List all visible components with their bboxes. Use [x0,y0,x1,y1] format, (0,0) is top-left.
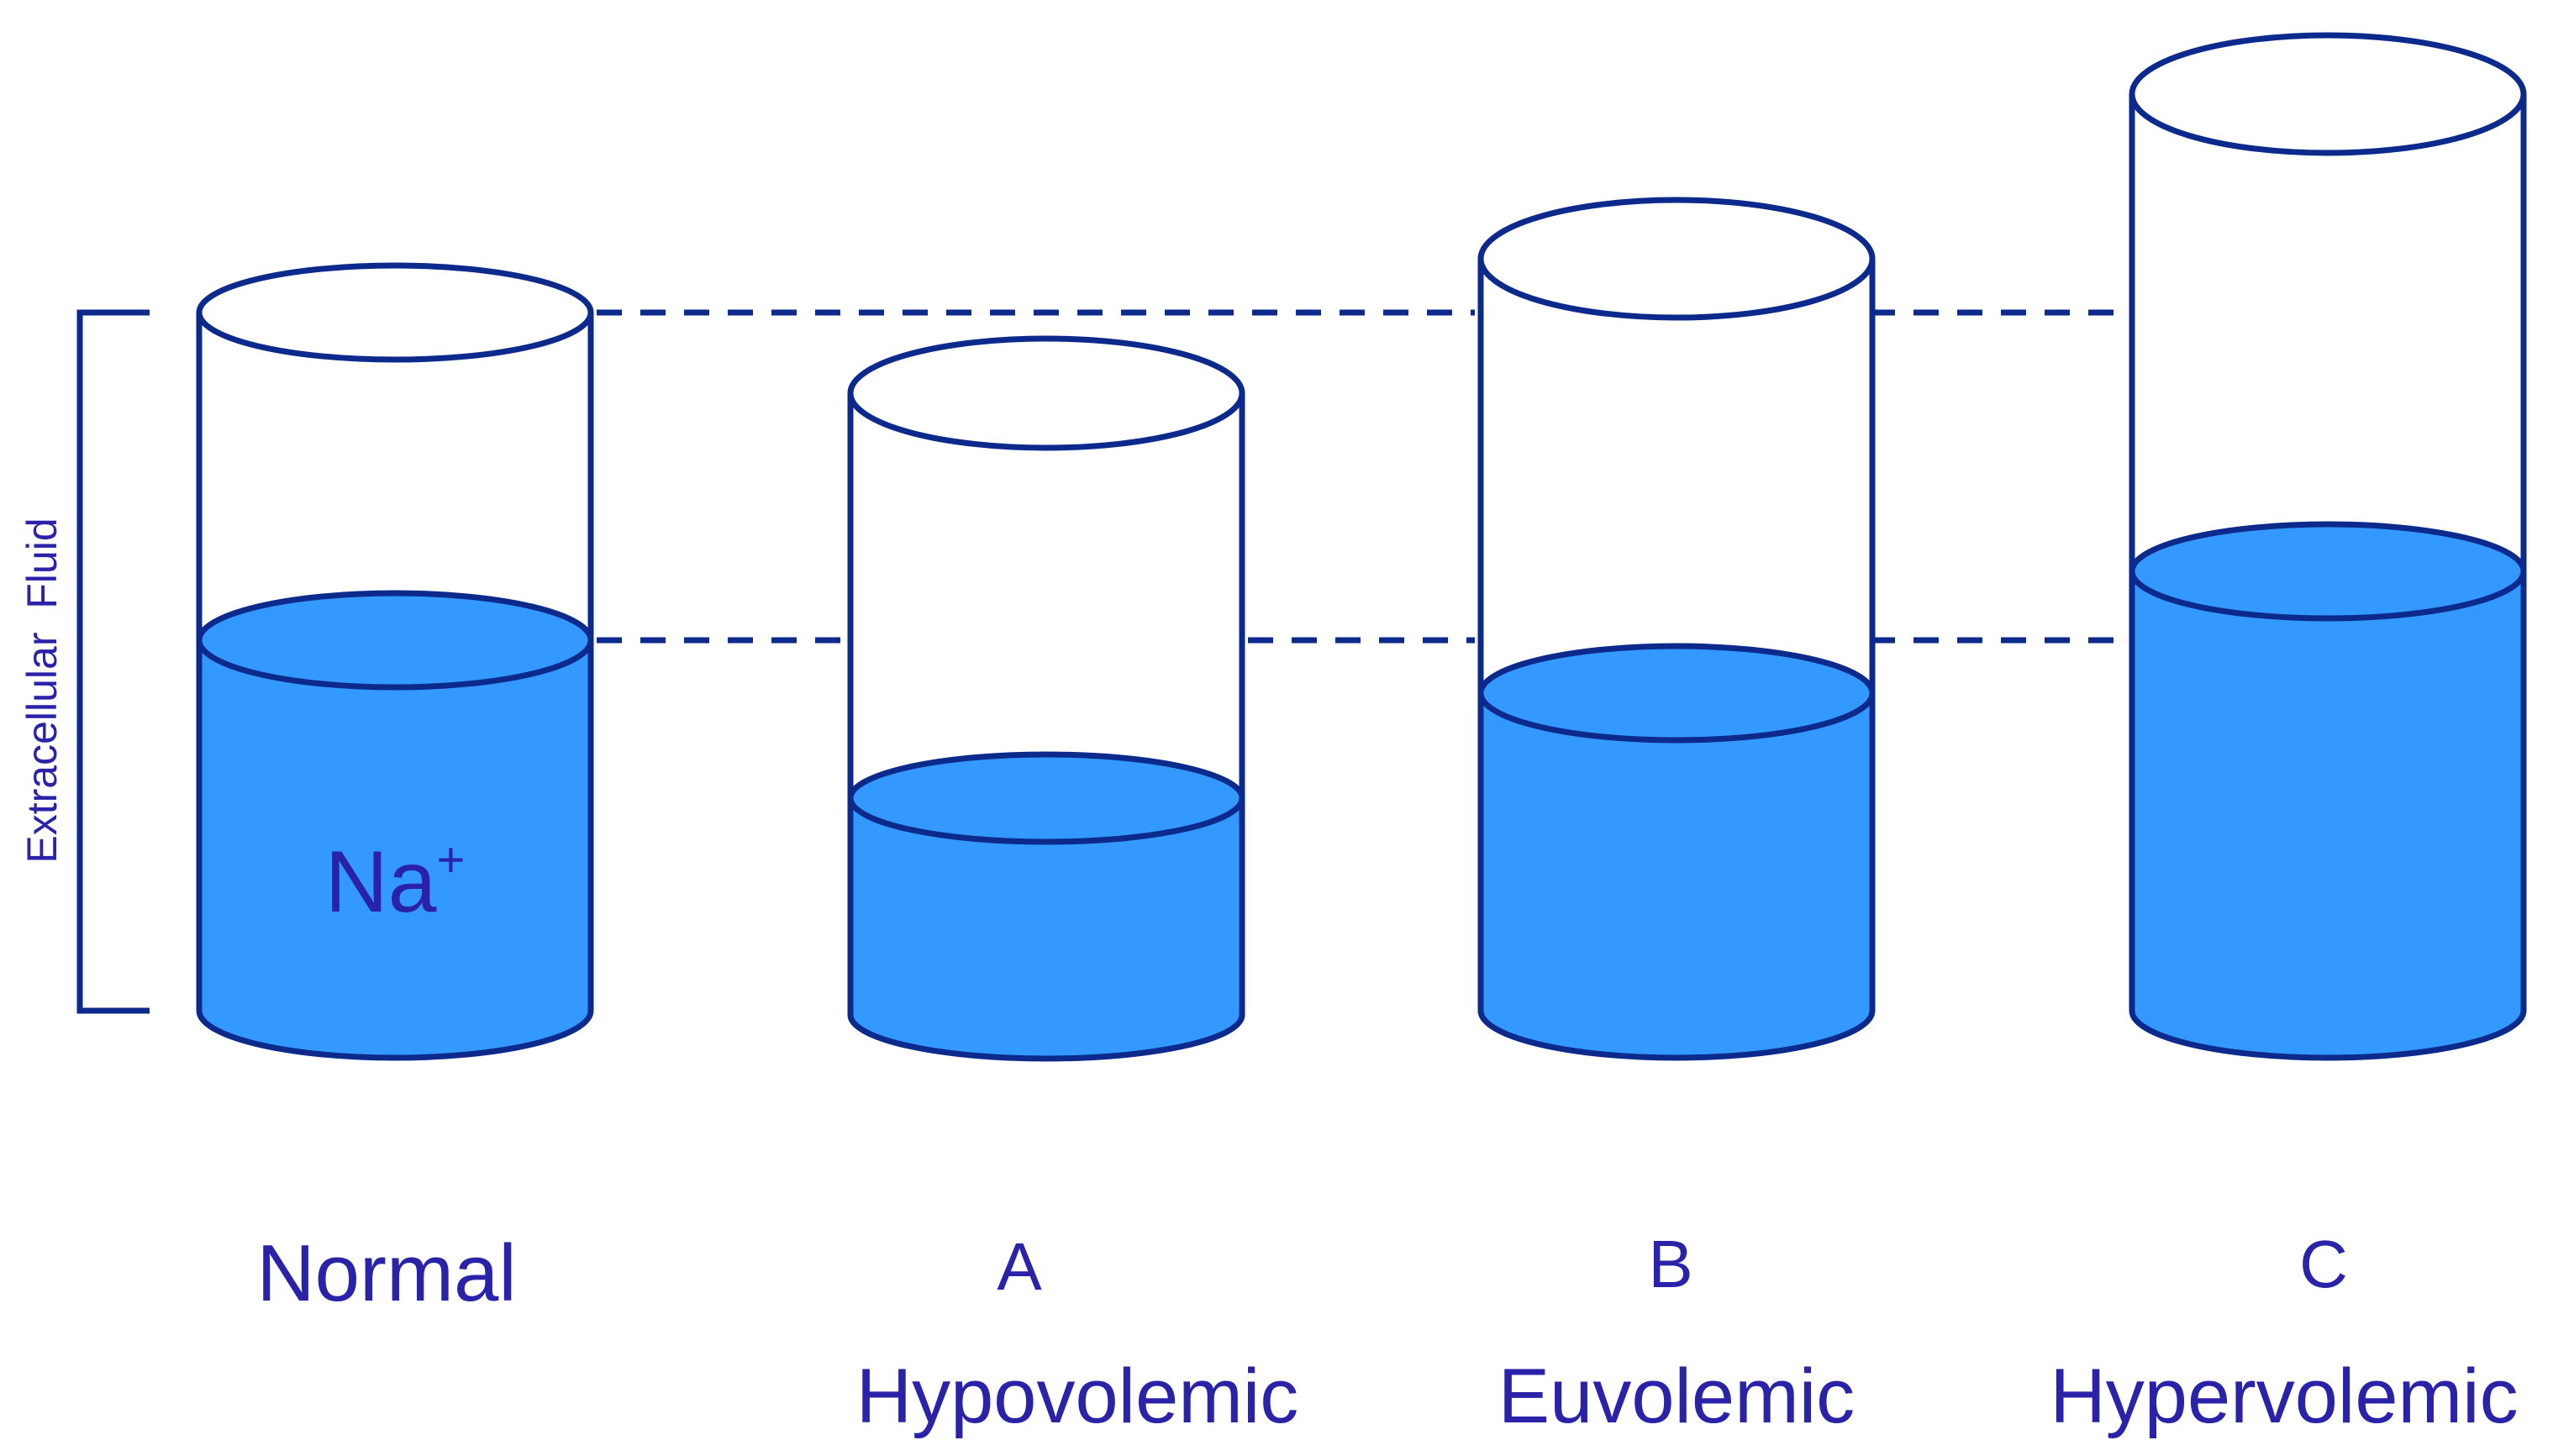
cylinder-a-rim [847,335,1245,451]
ion-label-base: Na [325,833,437,931]
cylinder-b-outline [1477,259,1876,1061]
cylinder-a [847,335,1245,1062]
container-labels: Normal A Hypovolemic B Euvolemic C Hyper… [256,1227,2518,1439]
reference-lines [597,309,2126,644]
bracket-label: Extracellular Fluid [18,518,66,863]
cylinder-b-rim [1477,197,1876,321]
letter-b: B [1648,1227,1692,1301]
ion-label: Na+ [325,833,466,931]
label-hypervolemic: Hypervolemic [2050,1354,2518,1439]
cylinder-a-fluid [850,754,1242,1059]
bracket-line [76,309,150,1014]
cylinder-normal-outline [196,313,594,1061]
cylinder-c [2129,32,2527,1061]
cylinder-c-rim [2129,32,2527,156]
cylinder-a-outline [847,393,1245,1062]
letter-a: A [997,1229,1042,1304]
cylinder-normal: Na+ [196,262,594,1061]
cylinder-normal-fluid [199,593,591,1058]
ecf-bracket: Extracellular Fluid [18,309,150,1014]
label-normal: Normal [256,1228,516,1318]
cylinder-b [1477,197,1876,1061]
letter-c: C [2299,1227,2348,1301]
label-hypovolemic: Hypovolemic [856,1354,1299,1439]
cylinder-c-fluid [2132,524,2524,1058]
cylinder-c-outline [2129,94,2527,1061]
label-euvolemic: Euvolemic [1498,1354,1855,1439]
ion-label-superscript: + [437,833,466,887]
cylinder-b-fluid [1481,646,1872,1058]
cylinder-normal-rim [196,262,594,363]
